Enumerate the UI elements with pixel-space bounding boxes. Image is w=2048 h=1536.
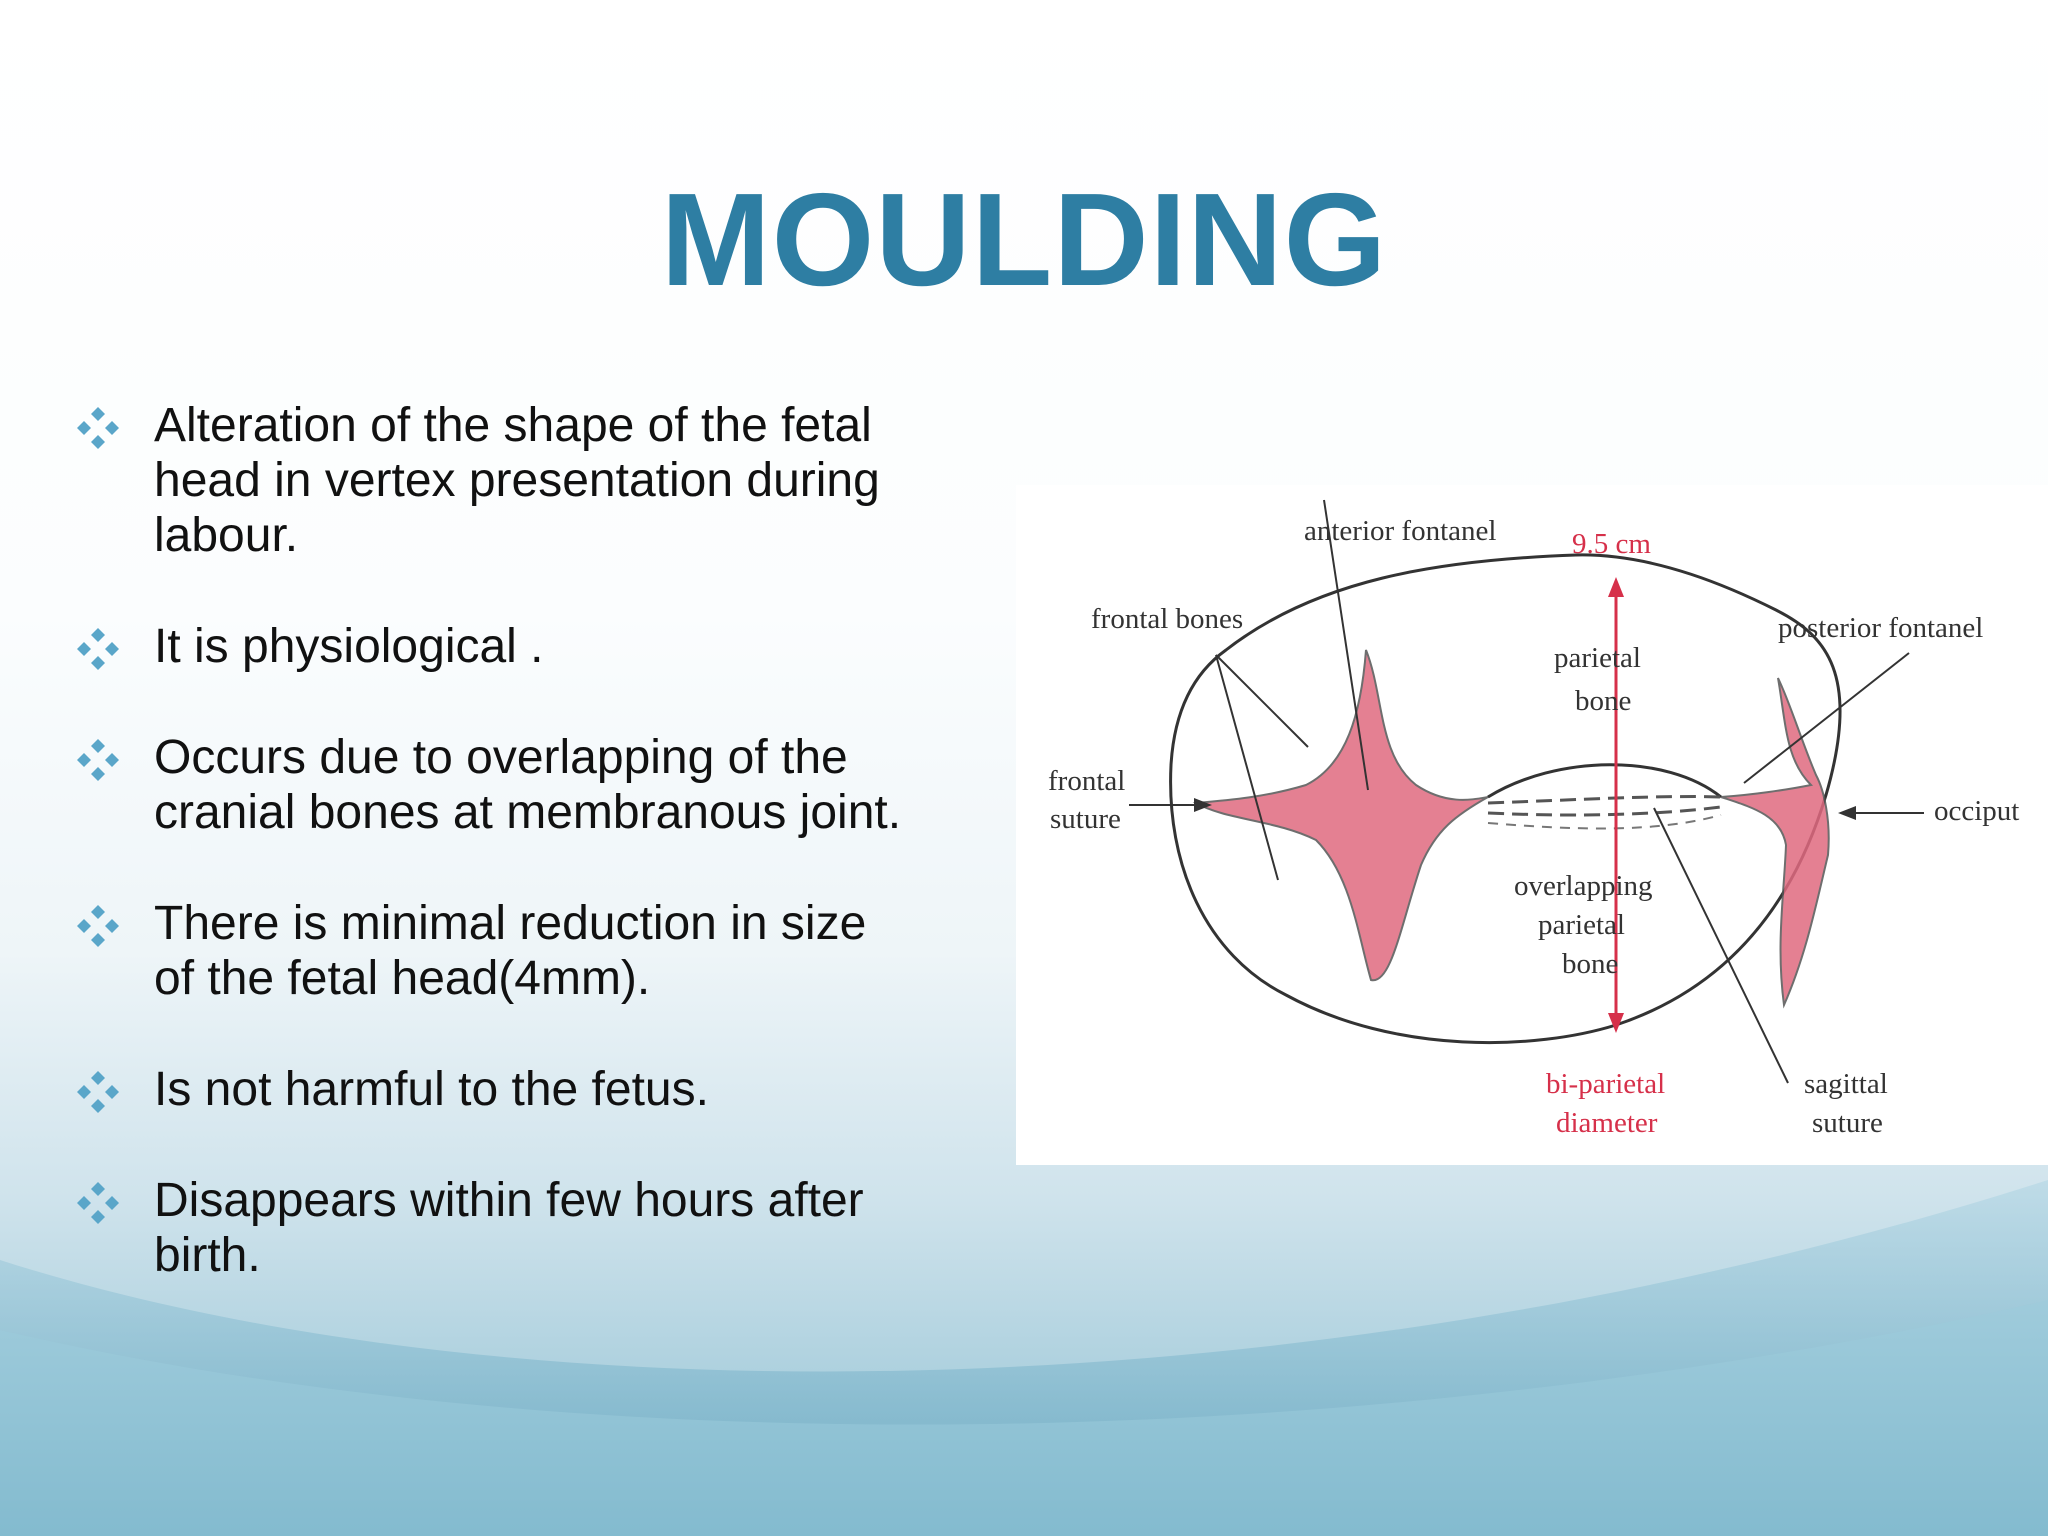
label-frontal-suture-2: suture <box>1050 803 1121 835</box>
skull-diagram-svg: anterior fontanel 9.5 cm frontal bones p… <box>1048 499 2019 1139</box>
moulding-diagram: anterior fontanel 9.5 cm frontal bones p… <box>1016 485 2048 1165</box>
overlapping-arc <box>1487 763 1722 799</box>
bullet-line: It is physiological . <box>154 620 544 673</box>
overlap-dash-1 <box>1487 795 1722 805</box>
bullet-item: It is physiological . <box>74 619 974 674</box>
label-sagittal-2: suture <box>1812 1107 1883 1139</box>
four-diamond-bullet-icon <box>77 1071 119 1113</box>
four-diamond-bullet-icon <box>77 628 119 670</box>
label-posterior-fontanel: posterior fontanel <box>1778 612 1983 644</box>
bullet-line: There is minimal reduction in size <box>154 897 867 950</box>
label-occiput: occiput <box>1934 795 2019 827</box>
four-diamond-bullet-icon <box>77 739 119 781</box>
bullet-line: Occurs due to overlapping of the <box>154 731 848 784</box>
label-measure: 9.5 cm <box>1572 528 1651 560</box>
label-anterior-fontanel: anterior fontanel <box>1304 515 1496 547</box>
label-frontal-suture-1: frontal <box>1048 765 1125 797</box>
label-parietal-bone-2: bone <box>1575 685 1631 717</box>
four-diamond-bullet-icon <box>77 407 119 449</box>
overlap-dash-3 <box>1487 814 1722 830</box>
skull-outline <box>1169 553 1842 1045</box>
label-overlapping-3: bone <box>1562 948 1618 980</box>
bullet-line: Is not harmful to the fetus. <box>154 1063 709 1116</box>
posterior-fontanel-shape <box>1720 677 1830 1009</box>
bullet-line: of the fetal head(4mm). <box>154 952 651 1005</box>
label-overlapping-1: overlapping <box>1514 870 1653 902</box>
anterior-fontanel-shape <box>1192 649 1489 982</box>
bullet-line: Alteration of the shape of the fetal <box>154 399 872 452</box>
label-overlapping-2: parietal <box>1538 909 1625 941</box>
bullet-line: cranial bones at membranous joint. <box>154 786 902 839</box>
four-diamond-bullet-icon <box>77 905 119 947</box>
bullet-line: head in vertex presentation during <box>154 454 880 507</box>
label-parietal-bone-1: parietal <box>1554 642 1641 674</box>
bullet-line: labour. <box>154 509 299 562</box>
bullet-line: birth. <box>154 1229 261 1282</box>
label-sagittal-1: sagittal <box>1804 1068 1888 1100</box>
bullet-line: Disappears within few hours after <box>154 1174 864 1227</box>
slide-title: MOULDING <box>660 166 1388 313</box>
four-diamond-bullet-icon <box>77 1182 119 1224</box>
label-biparietal-1: bi-parietal <box>1546 1068 1665 1100</box>
label-frontal-bones: frontal bones <box>1091 603 1243 635</box>
overlap-dash-2 <box>1487 805 1722 817</box>
label-biparietal-2: diameter <box>1556 1107 1658 1139</box>
bullet-item: Is not harmful to the fetus. <box>74 1062 974 1117</box>
